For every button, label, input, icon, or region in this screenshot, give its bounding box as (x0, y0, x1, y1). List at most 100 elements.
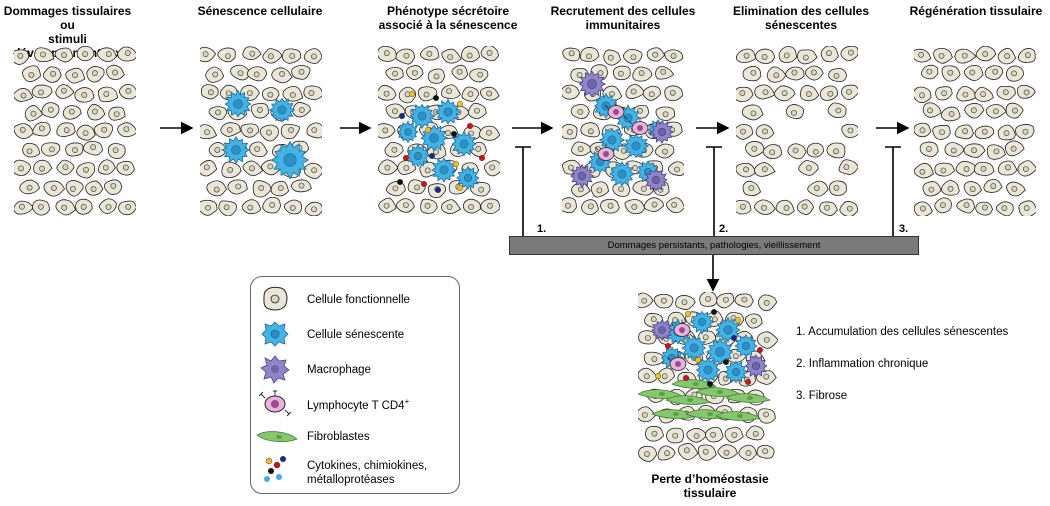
cell-nucleus (652, 51, 659, 58)
cell-nucleus (662, 111, 669, 118)
legend-icons (256, 286, 298, 482)
cell-nucleus (298, 182, 305, 189)
cell-nucleus (204, 129, 210, 136)
cell-nucleus (246, 90, 253, 96)
cell-nucleus (267, 163, 274, 170)
legend-label-fibroblast: Fibroblastes (307, 431, 370, 443)
cytokine-dot (450, 130, 457, 137)
cell-nucleus (403, 52, 410, 59)
cell-nucleus (705, 295, 712, 302)
cell-nucleus (750, 69, 757, 76)
cell-nucleus (662, 148, 668, 155)
cell-nucleus (565, 87, 572, 94)
cell-nucleus (961, 52, 968, 59)
stage-title-regeneration: Régénération tissulaire (909, 4, 1043, 18)
cell-nucleus (992, 68, 999, 75)
cell-nucleus (681, 299, 688, 306)
cell-nucleus (298, 68, 305, 75)
cell-nucleus (424, 167, 431, 174)
cell-nucleus (783, 52, 790, 59)
cell-nucleus (311, 206, 317, 213)
cell-nucleus (762, 128, 768, 135)
cytokine-dot (456, 184, 463, 191)
lymphocyte-icon (258, 390, 292, 417)
cell-nucleus (18, 165, 24, 172)
cytokine-dot (399, 112, 406, 119)
cell-nucleus (1005, 164, 1011, 171)
branch-number-2: 2. (719, 223, 729, 235)
cell-nucleus (992, 108, 999, 115)
cell-nucleus (1023, 205, 1030, 211)
cell-nucleus (751, 145, 758, 152)
inhibition-connector-1 (515, 146, 531, 236)
pathology-bar: Dommages persistants, pathologies, vieil… (509, 236, 919, 255)
cell-nucleus (743, 166, 749, 173)
cd4-plus-superscript: + (404, 397, 410, 406)
cell-nucleus (938, 52, 945, 59)
cell-nucleus (963, 202, 970, 209)
cell-nucleus (833, 148, 839, 155)
cytokine-dot (683, 374, 690, 381)
cell-nucleus (1011, 70, 1017, 77)
cell-nucleus (702, 334, 709, 341)
lymphocyte-nucleus (675, 361, 681, 367)
cell-nucleus (258, 185, 265, 191)
senescent-cell-nucleus (697, 317, 707, 327)
cell-nucleus (722, 296, 729, 303)
cytokine-dot (397, 178, 404, 185)
cell-nucleus (1003, 130, 1010, 137)
cell-nucleus (487, 202, 493, 209)
lymphocyte-receptors (604, 101, 628, 120)
cell-nucleus (69, 186, 76, 192)
cell-nucleus (963, 166, 970, 172)
cell-nucleus (235, 183, 242, 190)
cell-nucleus (90, 144, 97, 151)
cell-nucleus (752, 430, 759, 437)
cell-nucleus (586, 53, 592, 60)
cell-nucleus (947, 185, 954, 192)
cell-nucleus (1022, 166, 1029, 173)
legend-label-senescent-cell: Cellule sénescente (307, 329, 405, 341)
cell-nucleus (475, 145, 482, 152)
cell-nucleus (215, 109, 221, 116)
cell-nucleus (743, 52, 750, 59)
cell-nucleus (225, 53, 231, 60)
cell-nucleus (202, 51, 209, 58)
cell-nucleus (618, 186, 624, 192)
cell-nucleus (664, 450, 670, 457)
cell-nucleus (289, 53, 296, 59)
cytokine-dot (722, 358, 729, 365)
stage-title-senescence: Sénescence cellulaire (197, 4, 323, 18)
cell-nucleus (1004, 53, 1011, 59)
cell-nucleus (391, 146, 398, 153)
inhibition-connector-3 (885, 146, 901, 236)
cell-nucleus (971, 147, 977, 154)
tissue-panel-elimination (736, 46, 858, 216)
cell-nucleus (650, 316, 657, 323)
senescent-cell-nucleus (617, 169, 627, 179)
cell-nucleus (810, 69, 817, 76)
macrophage-cell-nucleus (657, 127, 667, 137)
cell-nucleus (587, 203, 594, 210)
cell-nucleus (576, 72, 583, 78)
senescent-cell-nucleus (741, 341, 751, 351)
cell-nucleus (308, 90, 315, 96)
senescent-cell-icon (261, 321, 289, 347)
cell-nucleus (812, 148, 819, 155)
cell-nucleus (824, 204, 830, 211)
cell-nucleus (670, 53, 677, 59)
cell-nucleus (26, 184, 33, 191)
cell-nucleus (710, 431, 717, 438)
cell-nucleus (468, 204, 474, 210)
tissue-panel-regeneration (914, 46, 1036, 216)
cell-nucleus (761, 204, 767, 211)
legend-label-lymphocyte: Lymphocyte T CD4+ (307, 395, 409, 413)
cell-nucleus (761, 54, 768, 60)
cell-nucleus (91, 70, 98, 76)
cell-nucleus (26, 148, 33, 155)
cell-nucleus (311, 167, 318, 174)
cell-nucleus (919, 168, 926, 175)
cell-nucleus (947, 69, 954, 76)
cell-nucleus (980, 165, 987, 172)
